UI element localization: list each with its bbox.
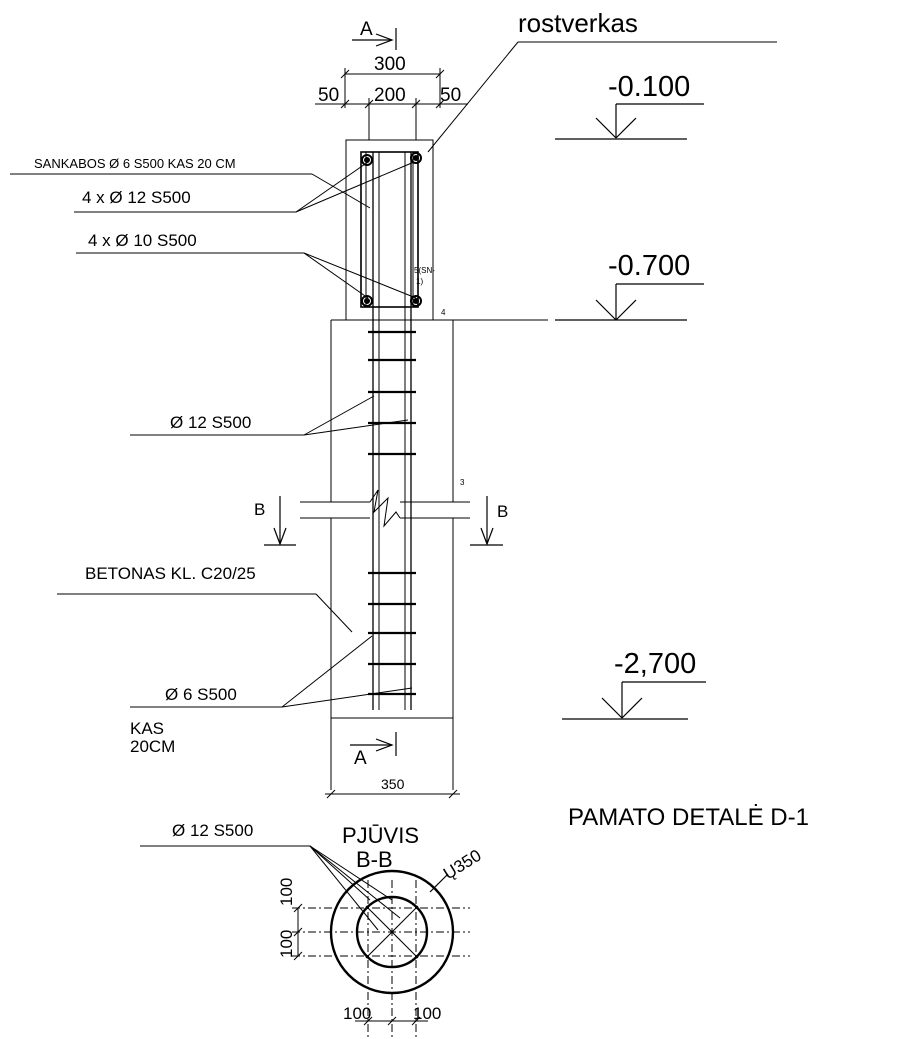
mark-three: 3 — [460, 478, 465, 487]
pile-width-dimension — [325, 789, 460, 799]
mark-sn-line1: 5(SN- — [414, 266, 435, 275]
section-dim-v-top: 100 — [277, 878, 296, 906]
component-label: rostverkas — [518, 8, 638, 38]
section-dim-h-left: 100 — [343, 1004, 371, 1023]
level-mid-label: -0.700 — [608, 250, 690, 282]
level-bottom-marker — [562, 681, 706, 720]
section-dim-v-bottom: 100 — [277, 930, 296, 958]
top-dimension-lines — [315, 68, 468, 140]
section-b-left-marker — [264, 496, 296, 546]
detail-title: PAMATO DETALĖ D-1 — [568, 804, 809, 831]
section-dim-h-right: 100 — [413, 1004, 441, 1023]
mark-sn-line2: 1) — [416, 277, 423, 286]
dim-mid-label: 200 — [374, 85, 406, 106]
component-leader — [427, 41, 777, 153]
dim-left-label: 50 — [318, 85, 339, 106]
level-top-label: -0.100 — [608, 71, 690, 103]
callout-pile-bar-leader — [130, 395, 409, 436]
callout-concrete: BETONAS KL. C20/25 — [85, 564, 256, 583]
pile-body — [300, 319, 548, 790]
section-bar-callout: Ø 12 S500 — [172, 821, 253, 840]
section-marker-a-bottom — [350, 732, 397, 756]
section-b-left-label: B — [254, 500, 265, 519]
section-b-right-label: B — [497, 502, 508, 521]
pile-stirrups — [368, 330, 416, 696]
callout-bars-10: 4 x Ø 10 S500 — [88, 231, 197, 250]
callout-spacing-2: 20CM — [130, 737, 175, 756]
pile-width-label: 350 — [381, 776, 405, 792]
pile-cap-block — [345, 139, 434, 710]
section-view-title-1: PJŪVIS — [342, 823, 419, 848]
callout-stirrups: SANKABOS Ø 6 S500 KAS 20 CM — [34, 156, 236, 171]
mark-four: 4 — [441, 308, 446, 317]
callout-bars-12: 4 x Ø 12 S500 — [82, 188, 191, 207]
section-marker-a-top — [352, 28, 397, 50]
section-view-title-2: B-B — [356, 847, 393, 872]
callout-leaders-top — [10, 161, 417, 299]
section-view-graphics — [140, 845, 470, 1039]
callout-spiral-leader — [130, 635, 413, 708]
callout-spacing-1: KAS — [130, 719, 164, 738]
dim-right-label: 50 — [440, 85, 461, 106]
callout-pile-bar: Ø 12 S500 — [170, 413, 251, 432]
section-b-right-marker — [470, 496, 503, 546]
level-bottom-label: -2,700 — [614, 648, 696, 680]
level-mid-marker — [555, 283, 704, 321]
rebar-corner-dots — [361, 152, 422, 307]
section-marker-a-top-label: A — [360, 19, 373, 40]
section-diameter-label: Ų350 — [440, 846, 485, 884]
section-marker-a-bottom-label: A — [354, 748, 367, 769]
callout-spiral: Ø 6 S500 — [165, 685, 237, 704]
dim-overall-label: 300 — [374, 54, 406, 75]
level-top-marker — [555, 103, 704, 140]
callout-concrete-leader — [57, 593, 353, 633]
